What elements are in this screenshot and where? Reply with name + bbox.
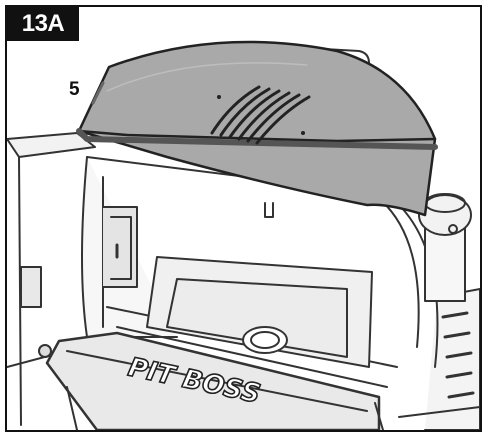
cook-chamber: [81, 156, 439, 388]
front-panel: [45, 331, 381, 430]
lid-rivet: [301, 131, 305, 135]
right-side-shelf: [398, 288, 480, 430]
chimney: [418, 193, 472, 302]
step-badge: 13A: [7, 7, 79, 41]
callout-number: 5: [69, 79, 80, 100]
lid-vent-slots: [210, 85, 311, 145]
instruction-figure: PIT BOSS 13A 5: [5, 5, 482, 432]
left-side-shelf: [7, 132, 96, 426]
lid-hinge-tab: [264, 202, 274, 218]
legs: [66, 386, 384, 430]
grill-drawing: PIT BOSS: [7, 40, 480, 430]
lid-rivet: [217, 95, 221, 99]
